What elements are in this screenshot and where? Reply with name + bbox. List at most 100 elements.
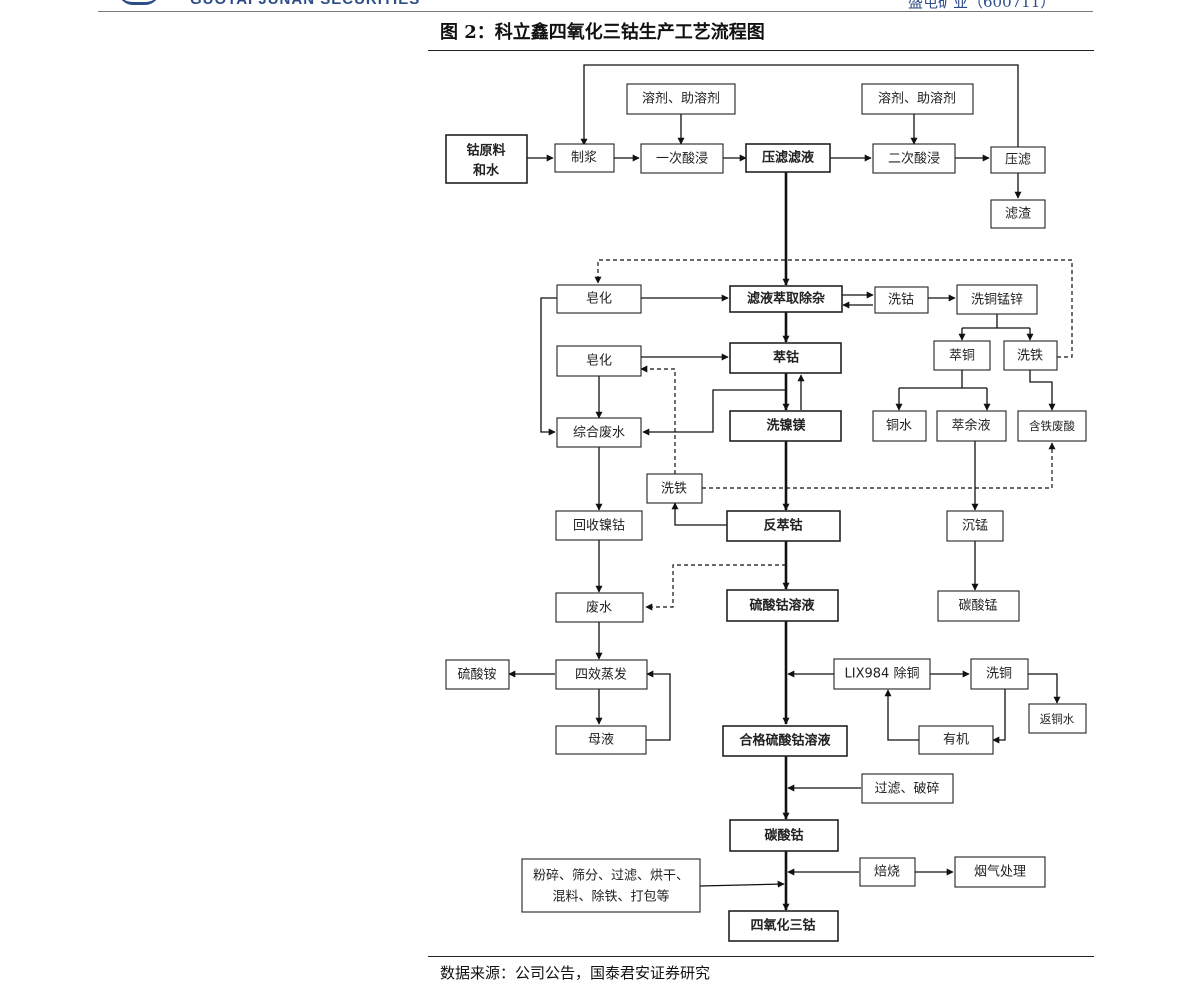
node-solvent-2: 溶剂、助溶剂 <box>861 83 974 115</box>
node-residue: 滤渣 <box>990 199 1046 229</box>
svg-text:四效蒸发: 四效蒸发 <box>575 667 627 683</box>
svg-text:焙烧: 焙烧 <box>874 865 900 880</box>
svg-text:溶剂、助溶剂: 溶剂、助溶剂 <box>642 92 720 107</box>
svg-text:皂化: 皂化 <box>586 354 612 369</box>
node-wash-fe-mid: 洗铁 <box>646 473 703 504</box>
svg-text:制浆: 制浆 <box>571 151 597 166</box>
svg-text:母液: 母液 <box>588 733 614 748</box>
node-filter-crush: 过滤、破碎 <box>861 773 954 804</box>
node-roasting: 焙烧 <box>859 857 916 887</box>
node-cu-water: 铜水 <box>872 410 927 442</box>
node-extract-co: 萃钴 <box>729 342 842 374</box>
edge-strip-co-to-wash-fe-mid <box>671 502 727 526</box>
node-wash-cu: 洗铜 <box>970 658 1029 690</box>
svg-text:硫酸铵: 硫酸铵 <box>457 668 496 683</box>
svg-text:钴原料: 钴原料 <box>466 143 505 159</box>
svg-text:洗铁: 洗铁 <box>1017 349 1043 364</box>
node-wash-fe-right: 洗铁 <box>1003 340 1058 371</box>
svg-text:铜水: 铜水 <box>886 419 912 434</box>
svg-text:综合废水: 综合废水 <box>573 425 625 441</box>
svg-text:含铁废酸: 含铁废酸 <box>1029 419 1075 433</box>
edge-wash-fe-mid-to-fe-waste-acid <box>702 442 1056 489</box>
edge-wash-cu-mn-zn-split <box>962 314 1030 329</box>
node-waste-water: 废水 <box>555 592 644 623</box>
node-wash-ni-mg: 洗镍镁 <box>729 410 842 442</box>
node-saponify-1: 皂化 <box>556 284 642 314</box>
svg-text:合格硫酸钴溶液: 合格硫酸钴溶液 <box>739 733 830 749</box>
node-ammonium-sulfate: 硫酸铵 <box>445 659 510 690</box>
svg-text:烟气处理: 烟气处理 <box>974 864 1026 880</box>
svg-text:有机: 有机 <box>943 733 969 748</box>
node-evaporation: 四效蒸发 <box>555 659 648 690</box>
svg-text:一次酸浸: 一次酸浸 <box>656 151 708 167</box>
svg-text:洗钴: 洗钴 <box>888 293 914 308</box>
node-post-process: 粉碎、筛分、过滤、烘干、 混料、除铁、打包等 <box>521 858 701 913</box>
node-precip-mn: 沉锰 <box>946 510 1004 542</box>
company-ticker: 盛屯矿业（600711） <box>908 0 1056 11</box>
svg-text:二次酸浸: 二次酸浸 <box>888 151 940 167</box>
node-leach-2: 二次酸浸 <box>872 143 956 174</box>
svg-text:LIX984 除铜: LIX984 除铜 <box>845 667 920 682</box>
svg-text:萃余液: 萃余液 <box>951 418 990 434</box>
svg-text:反萃钴: 反萃钴 <box>763 518 802 534</box>
svg-text:溶剂、助溶剂: 溶剂、助溶剂 <box>878 92 956 107</box>
edge-wash-cu-to-return <box>1028 673 1061 704</box>
svg-text:混料、除铁、打包等: 混料、除铁、打包等 <box>552 889 669 905</box>
svg-text:萃铜: 萃铜 <box>949 349 975 364</box>
node-extract-cu: 萃铜 <box>933 340 991 371</box>
node-pressfilt-liquid: 压滤滤液 <box>745 143 831 173</box>
node-fe-waste-acid: 含铁废酸 <box>1017 410 1087 442</box>
svg-text:压滤滤液: 压滤滤液 <box>762 150 814 166</box>
svg-text:废水: 废水 <box>586 600 612 616</box>
figure-title: 图 2：科立鑫四氧化三钴生产工艺流程图 <box>440 22 765 43</box>
figure-source: 数据来源：公司公告，国泰君安证券研究 <box>440 964 711 982</box>
node-solvent-1: 溶剂、助溶剂 <box>626 83 736 115</box>
edge-organic-to-lix984 <box>884 689 919 741</box>
node-wash-cu-mn-zn: 洗铜锰锌 <box>956 284 1038 315</box>
brand-name: GUOTAI JUNAN SECURITIES <box>190 0 420 8</box>
node-pressfilt: 压滤 <box>990 146 1046 174</box>
node-mnco3: 碳酸锰 <box>937 590 1020 622</box>
svg-text:回收镍钴: 回收镍钴 <box>573 519 625 534</box>
node-recover-ni-co: 回收镍钴 <box>555 510 643 541</box>
svg-text:压滤: 压滤 <box>1005 153 1031 168</box>
svg-text:洗铁: 洗铁 <box>661 482 687 497</box>
edge-saponify1-to-combined-waste <box>540 297 557 436</box>
node-pulping: 制浆 <box>554 143 615 173</box>
edge-wash-fe-mid-to-saponify2 <box>640 365 676 474</box>
svg-text:四氧化三钴: 四氧化三钴 <box>750 918 815 934</box>
svg-text:皂化: 皂化 <box>586 292 612 307</box>
flow-nodes: 钴原料 和水 溶剂、助溶剂 溶剂、助溶剂 制浆 一次酸浸 压滤滤液 二次酸浸 <box>445 83 1087 942</box>
node-mother-liquor: 母液 <box>555 725 647 755</box>
edge-wash-fe-to-fe-waste-acid <box>1029 370 1056 411</box>
node-coso4-solution: 硫酸钴溶液 <box>726 589 839 622</box>
brand-logo-mark <box>118 0 160 5</box>
edge-mother-liquor-to-evaporation <box>646 670 671 741</box>
title-rule <box>428 50 1094 51</box>
node-raffinate: 萃余液 <box>936 410 1007 442</box>
edge-wash-cu-to-organic <box>992 689 1006 744</box>
node-lix984: LIX984 除铜 <box>833 658 931 690</box>
svg-text:返铜水: 返铜水 <box>1040 712 1075 726</box>
node-return-cu-water: 返铜水 <box>1028 703 1087 734</box>
svg-text:过滤、破碎: 过滤、破碎 <box>874 782 939 797</box>
edge-pressfilt-to-pulping-loop <box>580 64 1019 147</box>
svg-text:滤液萃取除杂: 滤液萃取除杂 <box>747 291 825 307</box>
edge-wash-fe-dashed-loop <box>594 259 1073 358</box>
node-leach-1: 一次酸浸 <box>640 143 724 174</box>
node-extract-impurity: 滤液萃取除杂 <box>729 285 843 313</box>
node-combined-waste: 综合废水 <box>556 417 642 448</box>
node-strip-co: 反萃钴 <box>726 510 841 542</box>
node-raw-material: 钴原料 和水 <box>445 134 528 184</box>
edge-wash-ni-to-combined-waste <box>642 389 786 436</box>
svg-text:硫酸钴溶液: 硫酸钴溶液 <box>749 598 814 614</box>
node-qualified-coso4: 合格硫酸钴溶液 <box>722 725 848 757</box>
node-flue-gas: 烟气处理 <box>954 856 1046 888</box>
svg-text:洗铜: 洗铜 <box>986 667 1012 682</box>
svg-text:滤渣: 滤渣 <box>1005 207 1031 222</box>
header-divider <box>98 11 1093 12</box>
svg-text:洗镍镁: 洗镍镁 <box>766 418 806 434</box>
node-organic: 有机 <box>918 725 994 755</box>
node-coco3: 碳酸钴 <box>729 819 839 852</box>
